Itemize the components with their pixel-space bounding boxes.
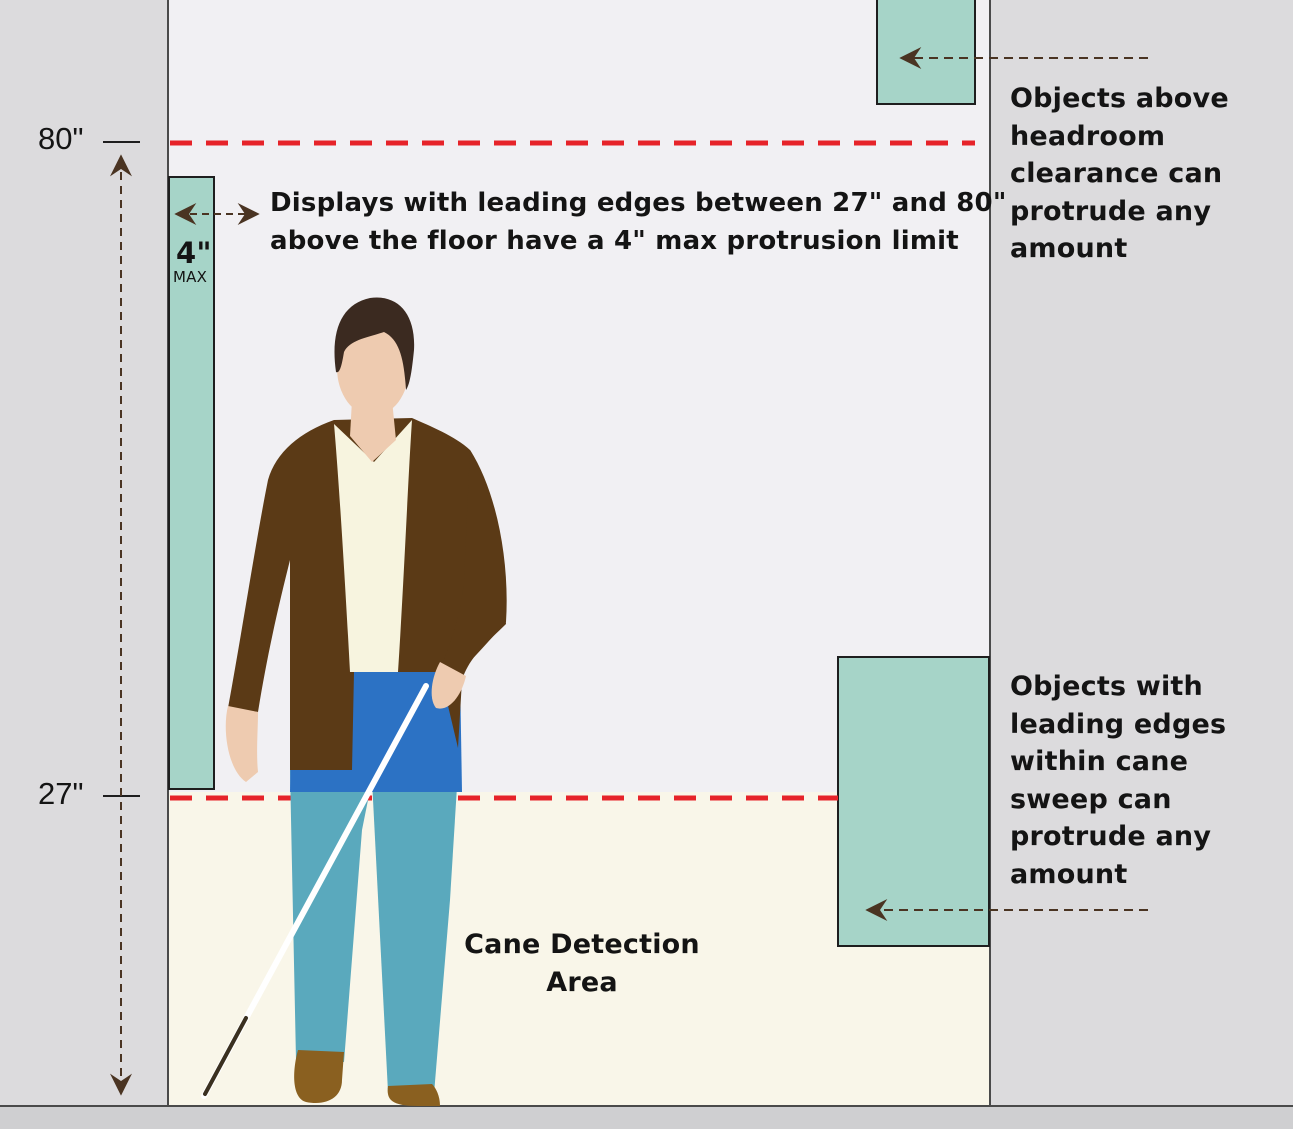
person-shirt (334, 420, 412, 672)
person-left-hand (225, 706, 258, 782)
wall-display-note-line-2: above the floor have a 4" max protrusion… (270, 226, 959, 256)
person-hair (334, 297, 415, 390)
protrusion-value: 4" (176, 236, 212, 270)
measure-27-label: 27" (38, 776, 84, 811)
person-right-hand (431, 662, 466, 709)
cane-sweep-note: Objects with leading edges within cane s… (1010, 671, 1227, 890)
wall-display-note: Displays with leading edges between 27" … (270, 184, 1007, 260)
wall-display-note-line-1: Displays with leading edges between 27" … (270, 188, 1007, 218)
person-left-leg (290, 770, 372, 1062)
wall-display-object (168, 176, 215, 790)
floor-strip (0, 1106, 1293, 1129)
headroom-object (876, 0, 976, 105)
headroom-note: Objects above headroom clearance can pro… (1010, 83, 1229, 264)
person-right-shoe (387, 1084, 440, 1106)
cane-detection-area-line-1: Cane Detection (464, 929, 700, 960)
person-neck (350, 400, 396, 462)
person-right-leg (372, 770, 458, 1094)
person-left-shoe (294, 1050, 344, 1104)
cane-detection-area-label: Cane Detection Area (452, 926, 712, 1002)
protrusion-qualifier: MAX (173, 268, 208, 286)
cane-sweep-object (837, 656, 990, 947)
person-with-white-cane-icon (201, 297, 507, 1106)
cane-tip (203, 1016, 248, 1096)
measure-80-label: 80" (38, 121, 84, 156)
person-face (337, 320, 409, 416)
person-right-arm (440, 450, 507, 676)
cane-detection-area-line-2: Area (546, 967, 618, 998)
